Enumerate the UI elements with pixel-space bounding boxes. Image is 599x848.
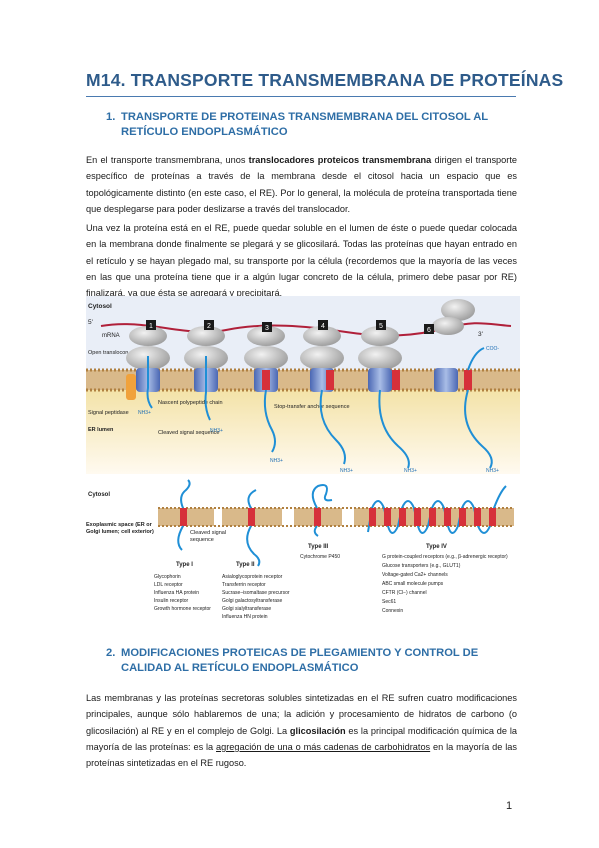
bottom-label-cytosol: Cytosol: [88, 492, 110, 498]
bottom-label-exoplasmic: Exoplasmic space (ER or Golgi lumen; cel…: [86, 522, 154, 535]
label-stop-transfer: Stop-transfer anchor sequence: [274, 404, 350, 410]
type-1-protein: [177, 479, 191, 551]
type-2-item: Golgi sialyltransferase: [222, 606, 271, 612]
signal-peptidase-shape: [126, 374, 136, 400]
label-signal-peptidase: Signal peptidase: [88, 410, 129, 416]
type-2-item: Asialoglycoprotein receptor: [222, 574, 283, 580]
label-nh3-2: NH3+: [210, 428, 223, 434]
label-er-lumen: ER lumen: [88, 427, 114, 433]
type-3-item: Cytochrome P450: [300, 554, 340, 560]
p1-text-a: En el transporte transmembrana, unos: [86, 155, 249, 165]
type-4-item: Voltage-gated Ca2+ channels: [382, 572, 448, 578]
label-5prime: 5': [88, 319, 93, 326]
step-badge-2: 2: [207, 323, 211, 330]
bottom-panel: [86, 478, 520, 628]
section-1-title: TRANSPORTE DE PROTEINAS TRANSMEMBRANA DE…: [121, 111, 488, 138]
section-1-paragraph-2: Una vez la proteína está en el RE, puede…: [86, 223, 517, 299]
label-cleaved-signal: Cleaved signal sequence: [158, 430, 219, 436]
type-1-item: Glycophorin: [154, 574, 181, 580]
type-4-item: G protein-coupled receptors (e.g., β-adr…: [382, 554, 508, 560]
type-3-protein: [311, 484, 333, 537]
label-nh3-6: NH3+: [486, 468, 499, 474]
step-2-complex: [184, 326, 228, 421]
type-1-item: LDL receptor: [154, 582, 183, 588]
label-mrna: mRNA: [102, 333, 120, 339]
step-3-complex: [244, 326, 288, 453]
label-nh3-1: NH3+: [138, 410, 151, 416]
step-badge-5: 5: [379, 323, 383, 330]
p1-text-b: dirigen el transporte específico de prot…: [86, 155, 517, 214]
type-1-list: Glycophorin LDL receptor Influenza HA pr…: [154, 574, 211, 612]
page-title: M14. TRANSPORTE TRANSMEMBRANA DE PROTEÍN…: [86, 70, 564, 90]
step-badge-3: 3: [265, 325, 269, 332]
s2-underlined-phrase: agregación de una o más cadenas de carbo…: [216, 741, 431, 752]
type-2-item: Influenza HN protein: [222, 614, 268, 620]
type-4-item: Glucose transporters (e.g., GLUT1): [382, 563, 461, 569]
type-3-list: Cytochrome P450: [300, 554, 340, 560]
type-1-item: Influenza HA protein: [154, 590, 199, 596]
step-6-complex: [432, 299, 493, 469]
section-1-number: 1.: [106, 111, 116, 123]
step-badge-4: 4: [321, 323, 325, 330]
type-2-name: Type II: [236, 562, 255, 568]
s2-text-c: en la mayoría de las proteínas sintetiza…: [86, 741, 517, 769]
type-2-protein: [246, 489, 261, 567]
type-1-name: Type I: [176, 562, 193, 568]
type-2-item: Sucrase–isomaltase precursor: [222, 590, 290, 596]
section-2-heading: 2. MODIFICACIONES PROTEICAS DE PLEGAMIEN…: [106, 646, 518, 676]
label-3prime: 3': [478, 331, 483, 338]
bottom-label-cleaved-wrap: Cleaved signal sequence: [190, 530, 227, 543]
label-cytosol: Cytosol: [88, 303, 112, 310]
section-2-paragraph: Las membranas y las proteínas secretoras…: [86, 690, 517, 771]
type-4-item: ABC small molecule pumps: [382, 581, 444, 587]
figure-svg: Cytosol 5' mRNA 3' Open translocon Signa…: [86, 296, 520, 628]
bottom-label-cleaved: Cleaved signal sequence: [190, 530, 227, 543]
step-number-badges: 1 2 3 4 5 6: [146, 320, 434, 334]
type-4-item: Sec61: [382, 599, 396, 605]
page-number: 1: [506, 800, 513, 812]
step-1-complex: [126, 326, 170, 409]
section-1-paragraph-1: En el transporte transmembrana, unos tra…: [86, 152, 517, 217]
label-nh3-4: NH3+: [340, 468, 353, 474]
title-underline: [86, 96, 516, 97]
s2-bold-term: glicosilación: [289, 725, 346, 736]
label-open-translocon: Open translocon: [88, 350, 128, 356]
type-2-list: Asialoglycoprotein receptor Transferrin …: [222, 574, 290, 620]
type-3-name: Type III: [308, 544, 329, 550]
label-nh3-5: NH3+: [404, 468, 417, 474]
label-nh3-3: NH3+: [270, 458, 283, 464]
type-2-item: Golgi galactosyltransferase: [222, 598, 283, 604]
step-badge-6: 6: [427, 327, 431, 334]
type-4-protein: [367, 485, 507, 534]
step-4-complex: [300, 326, 346, 465]
section-2-number: 2.: [106, 647, 116, 659]
s2-text-b: es la principal modificación química de …: [86, 725, 517, 752]
step-5-complex: [358, 326, 410, 469]
type-4-item: CFTR (Cl−) channel: [382, 590, 427, 596]
er-lumen-region: [86, 388, 520, 474]
type-1-item: Growth hormone receptor: [154, 606, 211, 612]
label-coo-6: COO-: [486, 346, 499, 352]
type-4-name: Type IV: [426, 544, 447, 550]
label-nascent-chain: Nascent polypeptide chain: [158, 400, 223, 406]
section-1-heading: 1. TRANSPORTE DE PROTEINAS TRANSMEMBRANA…: [106, 110, 518, 140]
transmembrane-figure: Cytosol 5' mRNA 3' Open translocon Signa…: [86, 296, 520, 628]
bottom-label-exoplasmic-wrap: Exoplasmic space (ER or Golgi lumen; cel…: [86, 522, 154, 535]
type-4-item: Connexin: [382, 608, 403, 614]
s2-text-a: Las membranas y las proteínas secretoras…: [86, 693, 517, 736]
step-badge-1: 1: [149, 323, 153, 330]
type-4-list: G protein-coupled receptors (e.g., β-adr…: [382, 554, 508, 614]
p1-bold-term: translocadores proteicos transmembrana: [248, 155, 432, 165]
type-2-item: Transferrin receptor: [222, 582, 266, 588]
section-2-title: MODIFICACIONES PROTEICAS DE PLEGAMIENTO …: [121, 647, 479, 674]
type-1-item: Insulin receptor: [154, 598, 189, 604]
